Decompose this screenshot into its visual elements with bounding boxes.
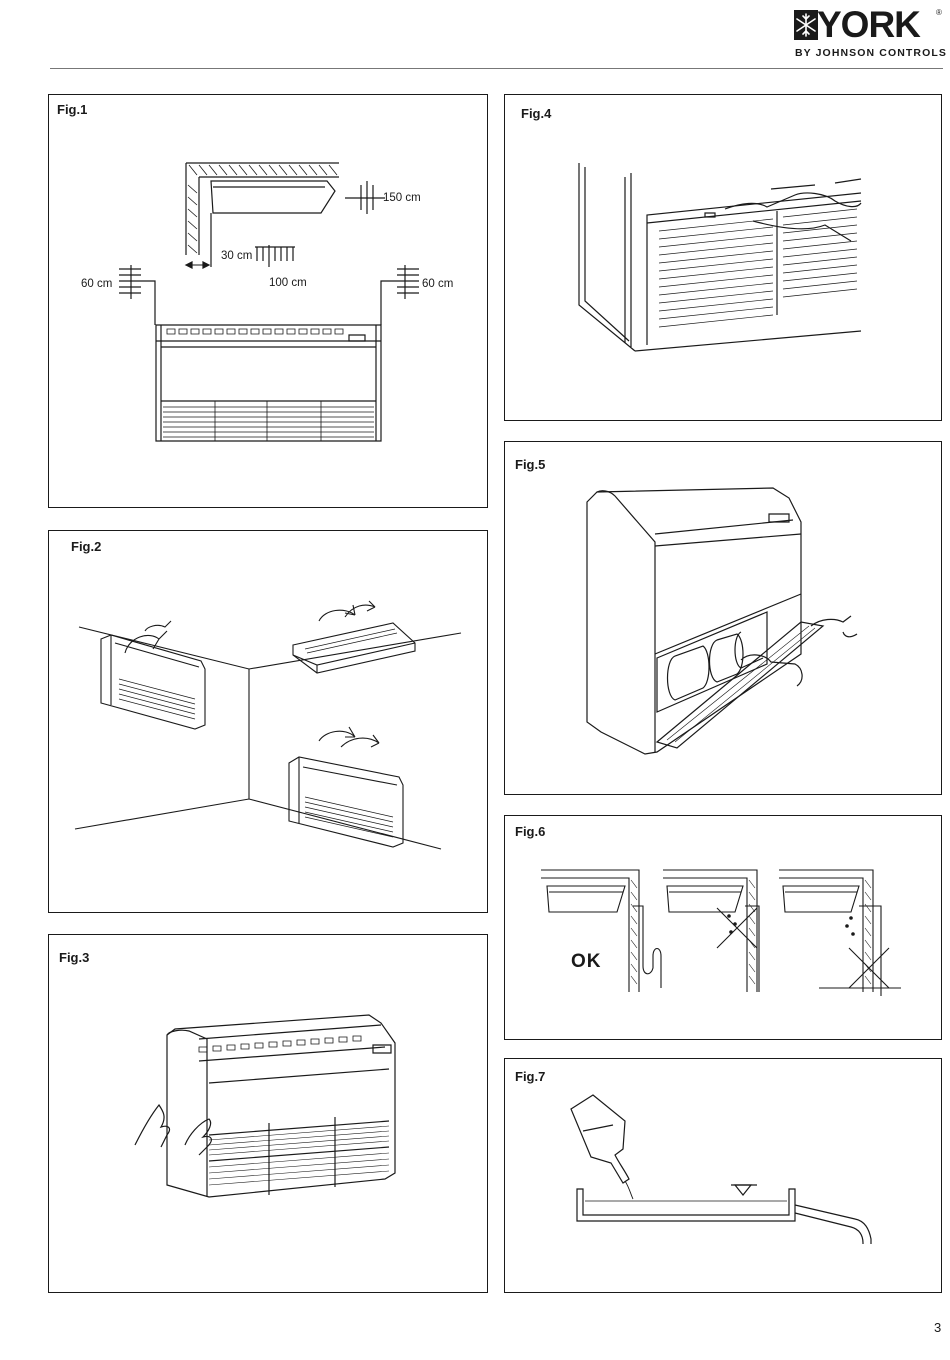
- page-number: 3: [934, 1320, 942, 1335]
- snowflake-icon: [794, 10, 818, 40]
- clearance-diagram: 150 cm 30 cm 100 cm 60 cm 60 cm: [81, 162, 453, 442]
- installation-positions-drawing: [74, 600, 462, 850]
- figure-title: Fig.5: [515, 457, 546, 472]
- dim-150cm: 150 cm: [383, 192, 421, 204]
- header-divider: [50, 68, 943, 69]
- registered-mark: ®: [936, 8, 942, 17]
- drain-pipe-diagram: [541, 869, 901, 996]
- filter-access-drawing: [578, 163, 862, 352]
- figure-3: Fig.3: [48, 934, 488, 1293]
- figure-title: Fig.4: [521, 106, 552, 121]
- dim-60cm-left: 60 cm: [81, 278, 112, 290]
- brand-logo: [790, 6, 945, 66]
- dim-60cm-right: 60 cm: [422, 278, 453, 290]
- figure-title: Fig.6: [515, 824, 546, 839]
- drain-test-drawing: [570, 1094, 872, 1244]
- ok-label: OK: [571, 951, 602, 972]
- filter-removal-drawing: [586, 487, 858, 755]
- figure-6: Fig.6 OK: [504, 815, 942, 1040]
- figure-5: Fig.5: [504, 441, 942, 795]
- figure-title: Fig.7: [515, 1069, 546, 1084]
- figure-4: Fig.4: [504, 94, 942, 421]
- figure-2: Fig.2: [48, 530, 488, 913]
- figure-title: Fig.3: [59, 950, 90, 965]
- dim-30cm: 30 cm: [221, 250, 252, 262]
- figure-title: Fig.1: [57, 102, 88, 117]
- brand-tagline: BY JOHNSON CONTROLS: [795, 47, 947, 59]
- figure-7: Fig.7: [504, 1058, 942, 1293]
- dim-100cm: 100 cm: [269, 277, 307, 289]
- side-panel-removal-drawing: [134, 1014, 396, 1198]
- figure-1: Fig.1: [48, 94, 488, 508]
- brand-name: YORK: [817, 4, 921, 45]
- figure-title: Fig.2: [71, 539, 102, 554]
